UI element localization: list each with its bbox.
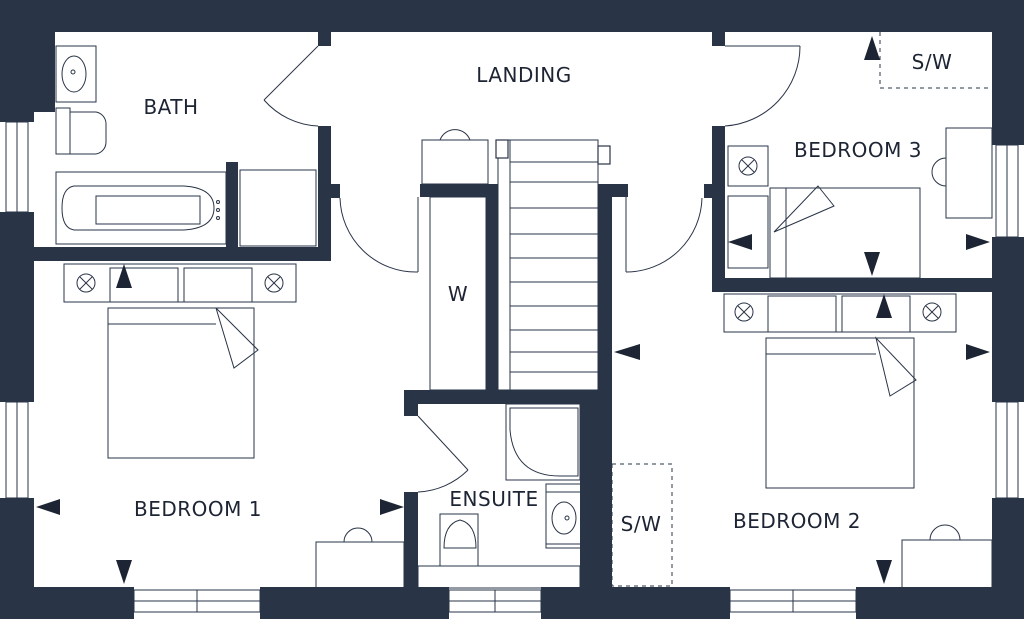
label-bath: BATH bbox=[143, 95, 198, 119]
ensuite-fixtures bbox=[417, 403, 599, 589]
room-labels: LANDING BATH BEDROOM 3 S/W W BEDROOM 1 E… bbox=[134, 50, 952, 536]
label-landing: LANDING bbox=[476, 63, 572, 87]
doors bbox=[263, 45, 801, 493]
label-bedroom-1: BEDROOM 1 bbox=[134, 497, 262, 521]
bedroom-1-furniture bbox=[63, 263, 405, 589]
staircase bbox=[421, 129, 611, 391]
label-sw-bedroom-2: S/W bbox=[621, 512, 662, 536]
label-bedroom-3: BEDROOM 3 bbox=[794, 138, 922, 162]
bathroom-fixtures bbox=[55, 45, 317, 247]
interior-walls bbox=[34, 32, 992, 588]
label-bedroom-2: BEDROOM 2 bbox=[733, 509, 861, 533]
windows bbox=[0, 121, 1024, 619]
bedroom-3-furniture bbox=[727, 32, 993, 279]
label-wardrobe: W bbox=[448, 282, 468, 306]
label-ensuite: ENSUITE bbox=[449, 487, 538, 511]
wardrobe bbox=[429, 196, 487, 391]
dimension-arrows bbox=[36, 36, 990, 584]
label-sw-bedroom-3: S/W bbox=[912, 50, 953, 74]
bedroom-2-furniture bbox=[611, 293, 993, 589]
